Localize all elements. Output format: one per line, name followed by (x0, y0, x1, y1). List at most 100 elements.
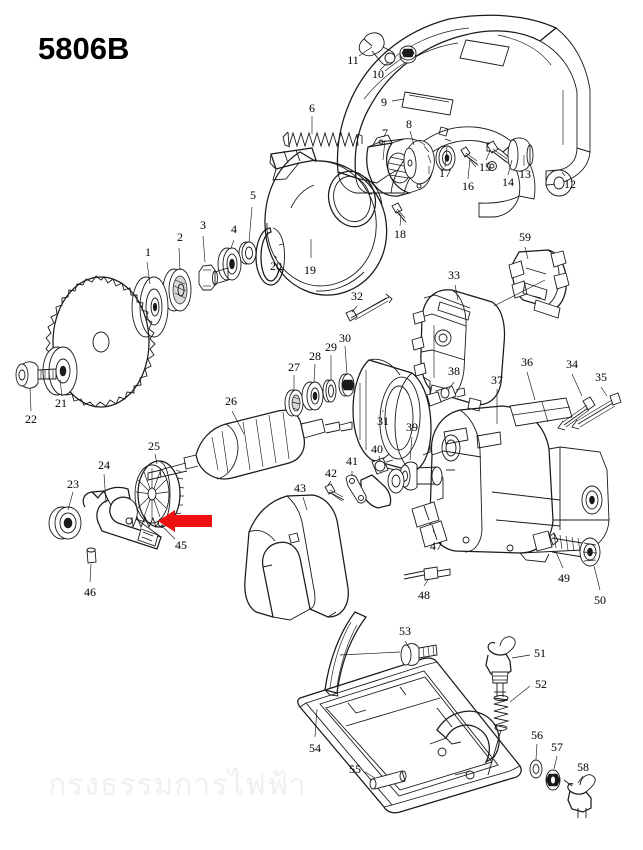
part-5-washer (238, 241, 257, 265)
callout-50: 50 (594, 593, 606, 607)
lead-39 (409, 436, 413, 461)
callout-32: 32 (351, 289, 363, 303)
part-51-wing-bolt (485, 636, 516, 697)
part-58-wing-bolt (563, 774, 596, 818)
callout-40: 40 (371, 442, 383, 456)
part-20-retaining-ring (255, 227, 285, 286)
lead-16 (467, 157, 471, 180)
part-49-screw (532, 530, 584, 558)
part-31-stator (352, 358, 432, 475)
part-29-washer (322, 379, 337, 403)
callout-30: 30 (339, 331, 351, 345)
lead-53 (404, 640, 410, 649)
callout-21: 21 (55, 396, 67, 410)
part-18-screw (391, 202, 407, 223)
callout-23: 23 (67, 477, 79, 491)
part-26-armature (147, 409, 353, 481)
lead-55 (364, 771, 376, 779)
callout-55: 55 (349, 762, 361, 776)
callout-9: 9 (381, 95, 387, 109)
lead-47 (432, 529, 437, 537)
part-46-pin (86, 547, 97, 564)
callout-13: 13 (519, 167, 531, 181)
lead-8 (409, 130, 415, 146)
part-48-cable (403, 566, 451, 581)
part-30-washer (338, 373, 355, 397)
lead-14 (507, 159, 513, 176)
lead-35 (600, 386, 608, 397)
part-4-bearing (217, 247, 242, 281)
part-37-handle-housing (429, 405, 610, 563)
lead-54 (314, 708, 318, 738)
callout-45: 45 (175, 538, 187, 552)
lead-7 (382, 139, 386, 161)
lead-38 (447, 381, 455, 391)
lead-17 (444, 146, 448, 168)
lead-11 (358, 46, 373, 57)
part-24-lever-bracket (82, 486, 162, 550)
lead-3 (202, 235, 206, 263)
part-59-brush-holder (508, 249, 570, 319)
callout-7: 7 (382, 126, 388, 140)
part-41-link (345, 474, 367, 504)
callout-51: 51 (534, 646, 546, 660)
callout-18: 18 (394, 227, 406, 241)
part-52-spring (487, 695, 510, 776)
callout-56: 56 (531, 728, 543, 742)
part-34-screw (557, 396, 596, 431)
part-54-base-plate (297, 657, 522, 814)
lead-12 (561, 171, 566, 177)
part-15-screw (486, 140, 509, 164)
part-35-screw (571, 392, 622, 430)
part-47-sleeve (411, 501, 448, 548)
lead-57 (553, 755, 558, 770)
part-1-outer-flange (131, 276, 169, 338)
lead-51 (511, 654, 531, 659)
lead-45 (163, 527, 176, 540)
lead-56 (535, 743, 538, 760)
callout-28: 28 (309, 349, 321, 363)
lead-10 (384, 57, 403, 72)
callout-53: 53 (399, 624, 411, 638)
part-36-nameplate (509, 397, 573, 427)
lead-50 (593, 565, 601, 591)
lead-48 (423, 579, 429, 587)
callout-48: 48 (418, 588, 430, 602)
lead-25 (154, 453, 158, 465)
callout-31: 31 (377, 414, 389, 428)
callout-6: 6 (309, 101, 315, 115)
callout-27: 27 (288, 360, 300, 374)
callout-39: 39 (406, 420, 418, 434)
part-28-bearing (301, 381, 324, 411)
callout-38: 38 (448, 364, 460, 378)
lead-4 (230, 239, 235, 249)
part-53-screw (400, 643, 438, 666)
lead-40 (378, 455, 381, 463)
callout-54: 54 (309, 741, 321, 755)
callout-19: 19 (304, 263, 316, 277)
page-title: 5806B (38, 31, 130, 66)
callout-34: 34 (566, 357, 578, 371)
lead-34 (571, 373, 583, 397)
lead-26 (231, 410, 245, 435)
callout-14: 14 (502, 175, 514, 189)
lead-33 (454, 284, 459, 301)
callout-36: 36 (521, 355, 533, 369)
part-50-washer (579, 537, 601, 567)
lead-42 (327, 480, 332, 486)
part-55-rod (369, 770, 407, 790)
callout-24: 24 (98, 458, 110, 472)
callout-58: 58 (577, 760, 589, 774)
lead-46 (89, 563, 92, 583)
lead-36 (526, 371, 536, 401)
callout-52: 52 (535, 677, 547, 691)
callout-16: 16 (462, 179, 474, 193)
lead-22 (29, 387, 32, 412)
callout-46: 46 (84, 585, 96, 599)
lead-5 (248, 206, 253, 243)
part-56-washer (529, 759, 543, 779)
callout-11: 11 (347, 53, 359, 67)
callout-37: 37 (491, 373, 503, 387)
watermark-text: กรงธรรมการไฟฟ้า (48, 768, 307, 803)
